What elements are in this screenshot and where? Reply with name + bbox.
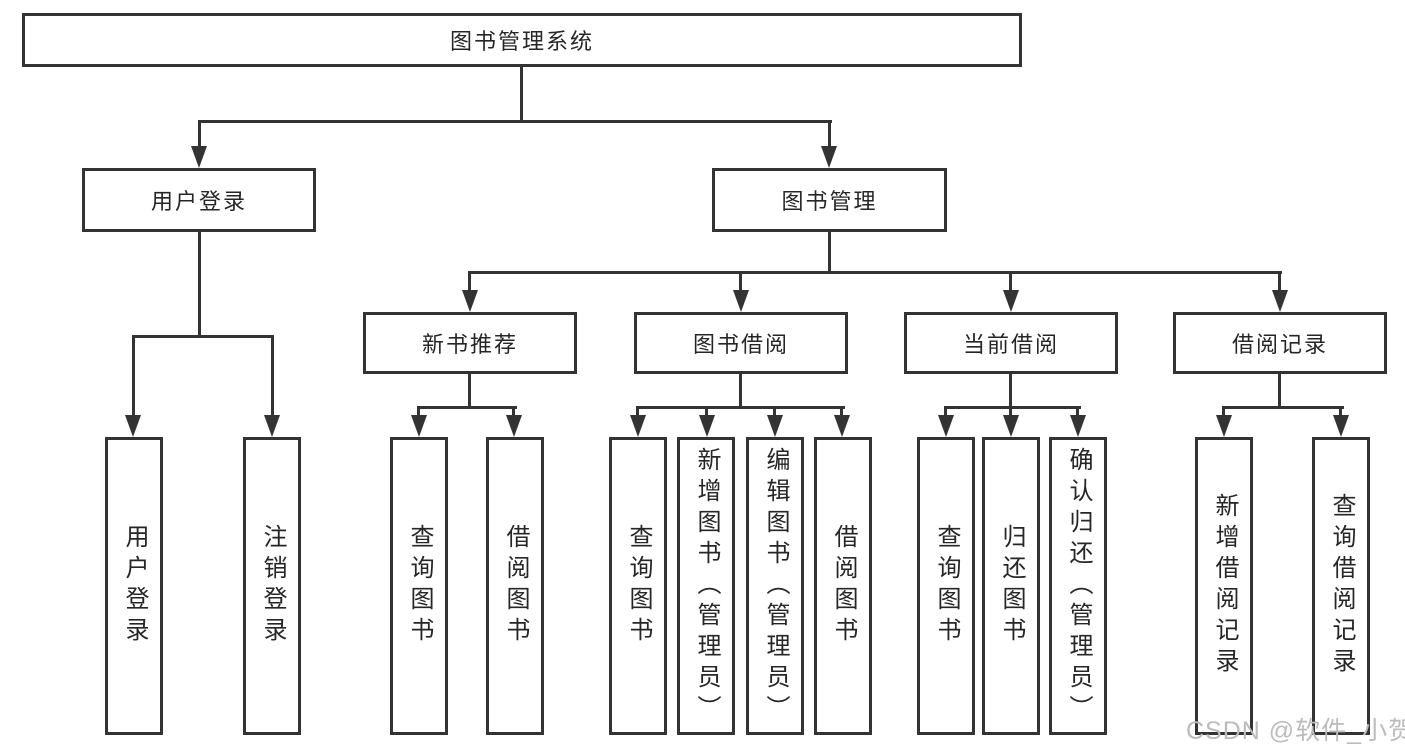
connector-userlogin-line	[198, 120, 201, 148]
leaf-cb-query-books-label: 查询图书	[933, 524, 960, 648]
leaf-logout: 注销登录	[243, 437, 301, 735]
leaf-logout-label: 注销登录	[259, 524, 286, 648]
node-book-borrow-label: 图书借阅	[692, 332, 789, 357]
connector-leaf-line	[512, 406, 515, 418]
node-new-books-label: 新书推荐	[421, 332, 518, 357]
connector-nb-rail	[417, 406, 517, 409]
leaf-user-login-label: 用户登录	[121, 524, 148, 648]
arrow-currentborrow-icon	[1003, 290, 1019, 312]
node-book-borrow: 图书借阅	[634, 312, 848, 374]
connector-root-stem	[520, 66, 523, 120]
connector-leaf-line	[1076, 406, 1079, 418]
leaf-br-add-record: 新增借阅记录	[1195, 437, 1253, 735]
leaf-nb-query-books-label: 查询图书	[406, 524, 433, 648]
arrow-cb-confirm-icon	[1070, 415, 1086, 437]
arrow-bookmgmt-icon	[821, 146, 837, 168]
leaf-bb-edit-books: 编辑图书（管理员）	[746, 437, 804, 735]
leaf-nb-query-books: 查询图书	[390, 437, 448, 735]
connector-cb-rail	[944, 406, 1081, 409]
arrow-borrowrecords-icon	[1272, 290, 1288, 312]
arrow-bb-edit-icon	[767, 415, 783, 437]
arrow-cb-query-icon	[938, 415, 954, 437]
leaf-bb-borrow-books-label: 借阅图书	[830, 524, 857, 648]
leaf-user-login: 用户登录	[105, 437, 163, 735]
connector-leaf-line	[705, 406, 708, 418]
connector-leaf-line	[636, 406, 639, 418]
node-user-login: 用户登录	[82, 168, 316, 232]
connector-br-stem	[1278, 374, 1281, 409]
leaf-bb-edit-books-label: 编辑图书（管理员）	[762, 446, 789, 726]
leaf-bb-query-books-label: 查询图书	[625, 524, 652, 648]
connector-leaf-line	[1009, 406, 1012, 418]
node-current-borrow: 当前借阅	[904, 312, 1118, 374]
connector-ul-rail	[132, 335, 274, 338]
node-book-mgmt: 图书管理	[712, 168, 947, 232]
connector-bm-stem	[828, 232, 831, 273]
connector-br-rail	[1222, 406, 1344, 409]
connector-leaf-line	[1222, 406, 1225, 418]
node-root-label: 图书管理系统	[449, 29, 594, 54]
leaf-nb-borrow-books-label: 借阅图书	[502, 524, 529, 648]
connector-bm-a2-line	[739, 274, 742, 291]
leaf-bb-borrow-books: 借阅图书	[814, 437, 872, 735]
connector-bm-a3-line	[1009, 274, 1012, 291]
connector-ul-stem	[198, 232, 201, 335]
leaf-cb-return-books: 归还图书	[982, 437, 1040, 735]
arrow-ul-leaf1-icon	[125, 415, 141, 437]
leaf-cb-confirm-return: 确认归还（管理员）	[1049, 437, 1107, 735]
arrow-nb-borrow-icon	[506, 415, 522, 437]
connector-cb-stem	[1009, 374, 1012, 409]
connector-ul-leaf1-line	[132, 335, 135, 417]
connector-bm-a4-line	[1278, 274, 1281, 291]
arrow-bookborrow-icon	[733, 290, 749, 312]
node-borrow-records: 借阅记录	[1173, 312, 1387, 374]
arrow-br-add-icon	[1216, 415, 1232, 437]
connector-leaf-line	[773, 406, 776, 418]
connector-rail-level1	[198, 120, 832, 123]
connector-ul-leaf2-line	[271, 335, 274, 417]
node-new-books: 新书推荐	[363, 312, 577, 374]
connector-bm-rail	[468, 271, 1282, 274]
leaf-nb-borrow-books: 借阅图书	[486, 437, 544, 735]
node-root: 图书管理系统	[22, 13, 1022, 67]
node-borrow-records-label: 借阅记录	[1231, 332, 1328, 357]
leaf-br-query-record-label: 查询借阅记录	[1328, 493, 1355, 679]
connector-bb-rail	[636, 406, 845, 409]
connector-nb-stem	[468, 374, 471, 409]
arrow-newbooks-icon	[462, 290, 478, 312]
arrow-ul-leaf2-icon	[264, 415, 280, 437]
connector-bm-a1-line	[468, 274, 471, 291]
arrow-bb-add-icon	[699, 415, 715, 437]
node-user-login-label: 用户登录	[150, 189, 247, 214]
watermark: CSDN @软件_小贺同学	[1186, 717, 1405, 745]
leaf-cb-return-books-label: 归还图书	[998, 524, 1025, 648]
arrow-nb-query-icon	[411, 415, 427, 437]
arrow-userlogin-icon	[191, 146, 207, 168]
leaf-cb-confirm-return-label: 确认归还（管理员）	[1065, 446, 1092, 726]
connector-leaf-line	[840, 406, 843, 418]
connector-leaf-line	[944, 406, 947, 418]
leaf-cb-query-books: 查询图书	[917, 437, 975, 735]
connector-leaf-line	[1339, 406, 1342, 418]
connector-leaf-line	[417, 406, 420, 418]
leaf-br-query-record: 查询借阅记录	[1312, 437, 1370, 735]
leaf-bb-add-books: 新增图书（管理员）	[677, 437, 735, 735]
leaf-br-add-record-label: 新增借阅记录	[1211, 493, 1238, 679]
arrow-br-query-icon	[1333, 415, 1349, 437]
arrow-bb-query-icon	[630, 415, 646, 437]
node-book-mgmt-label: 图书管理	[781, 189, 878, 214]
arrow-cb-return-icon	[1003, 415, 1019, 437]
leaf-bb-add-books-label: 新增图书（管理员）	[693, 446, 720, 726]
arrow-bb-borrow-icon	[834, 415, 850, 437]
connector-bookmgmt-line	[828, 120, 831, 148]
node-current-borrow-label: 当前借阅	[962, 332, 1059, 357]
connector-bb-stem	[739, 374, 742, 409]
leaf-bb-query-books: 查询图书	[609, 437, 667, 735]
